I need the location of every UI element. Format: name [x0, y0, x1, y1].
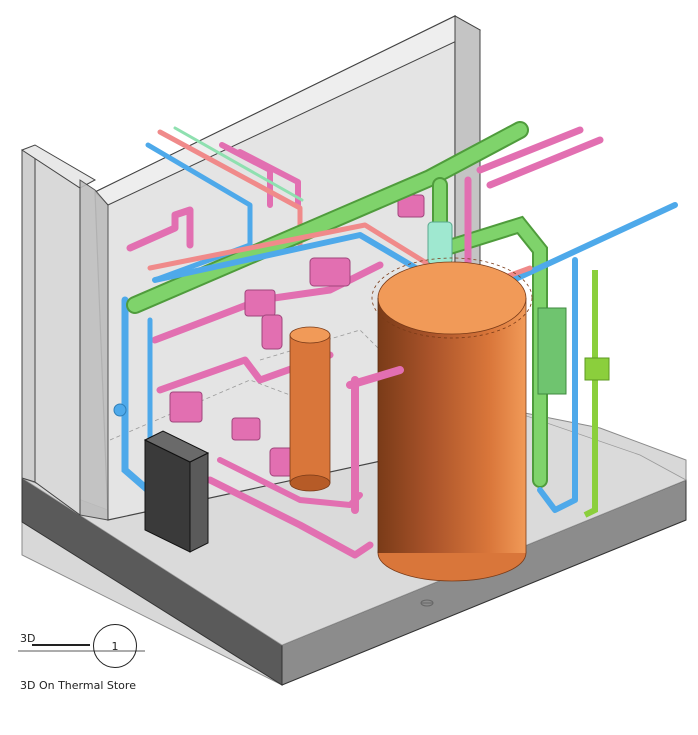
left-wall-face — [21, 149, 36, 483]
lightgreen-pipe-ceiling — [173, 126, 304, 202]
pink-pipe-mid-horizontal — [151, 261, 384, 344]
left-wall — [20, 144, 109, 521]
left-wall-side — [34, 151, 81, 516]
floor-outline-line-1 — [109, 379, 331, 441]
pink-riser-3 — [486, 136, 604, 189]
small-tank-top — [289, 326, 331, 344]
left-wall-glass — [79, 179, 109, 521]
small-tank — [289, 326, 331, 492]
view-number-bubble: 1 — [93, 624, 137, 668]
device-green-box — [537, 307, 567, 395]
pump-low-1 — [169, 391, 203, 423]
pump-top-1 — [244, 289, 276, 317]
tank-top — [377, 261, 527, 335]
tank-inlet — [346, 366, 404, 514]
view-tag: 3D — [20, 632, 36, 645]
control-panel — [143, 430, 210, 553]
blue-valve — [113, 403, 127, 417]
floor-drain — [420, 599, 434, 607]
left-wall-top — [20, 144, 97, 189]
pump-mid — [309, 257, 351, 287]
pump-top-2 — [261, 314, 283, 350]
small-tank-body — [289, 334, 331, 484]
pink-riser-2 — [476, 126, 584, 174]
tank-outline — [371, 257, 533, 339]
small-tank-bottom — [289, 474, 331, 492]
tank-body-cover — [378, 298, 526, 553]
lime-valve — [584, 357, 610, 381]
view-number: 1 — [111, 639, 119, 653]
panel-side — [189, 452, 209, 553]
view-title: 3D On Thermal Store — [20, 679, 136, 692]
thermal-store-tank — [371, 257, 533, 582]
blue-pipe-run-1 — [145, 142, 253, 283]
valve-box-1 — [231, 417, 261, 441]
device-mint — [427, 221, 453, 265]
lime-pipe — [583, 270, 598, 518]
blue-pipe-right-down — [537, 257, 578, 513]
green-devices — [427, 221, 610, 518]
floor-outline — [109, 329, 381, 441]
pink-pipe-upper-left — [126, 206, 194, 252]
pink-pipe-floor-run — [206, 476, 374, 559]
panel-top — [143, 430, 210, 463]
